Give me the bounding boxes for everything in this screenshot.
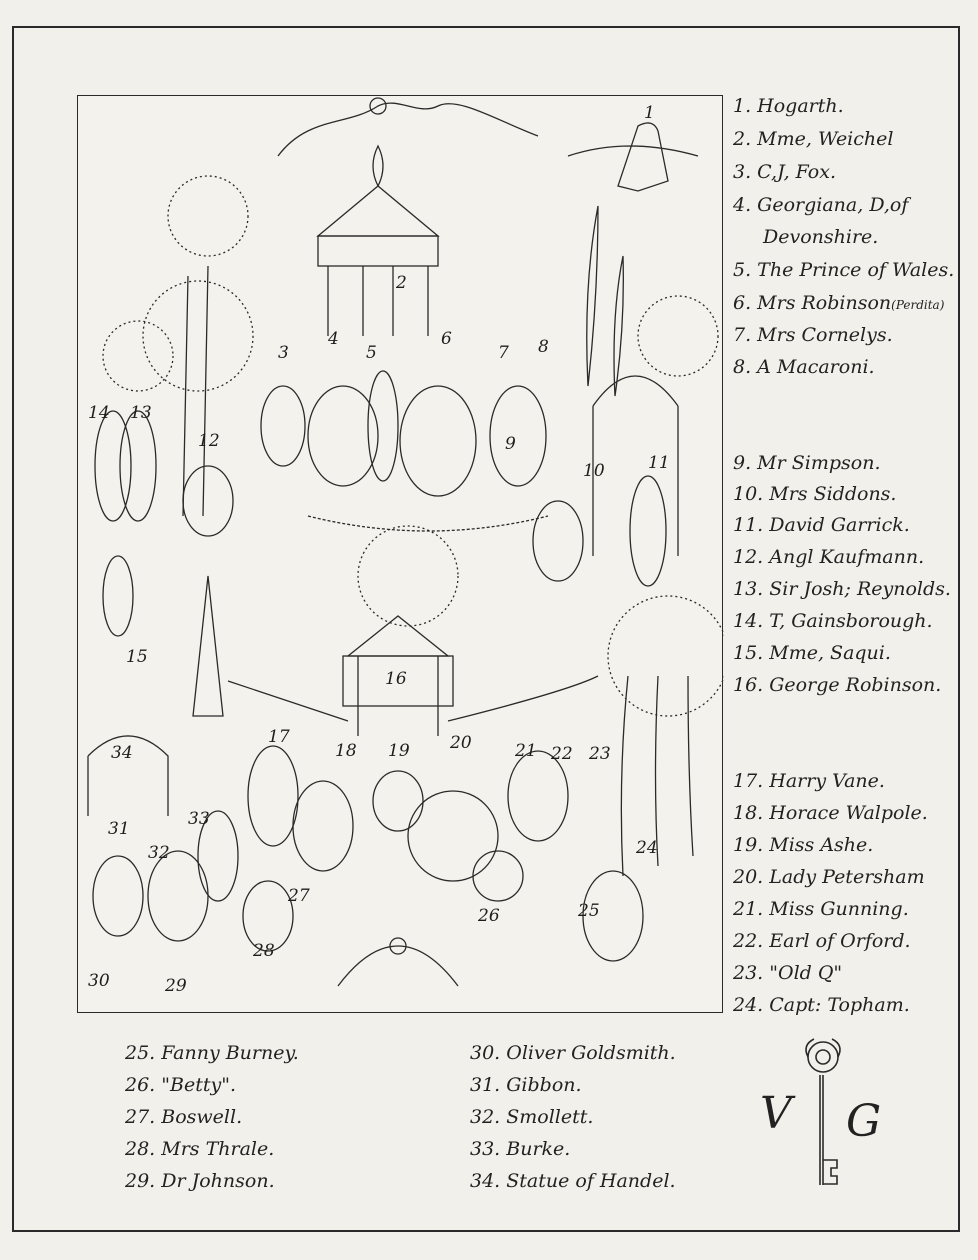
num-16: 16: [385, 669, 407, 689]
num-1: 1: [644, 103, 655, 123]
gothic-spire: [192, 575, 224, 717]
num-8: 8: [538, 337, 549, 357]
num-20: 20: [449, 733, 472, 753]
legend-entry: 21. Miss Gunning.: [733, 898, 909, 920]
legend-entry: 28. Mrs Thrale.: [125, 1138, 275, 1160]
legend-entry: 5. The Prince of Wales.: [733, 259, 955, 281]
legend-entry: 25. Fanny Burney.: [125, 1042, 299, 1064]
num-30: 30: [88, 971, 110, 991]
trees-right: [586, 205, 719, 397]
legend-entry: 10. Mrs Siddons.: [733, 483, 897, 505]
legend-entry: 12. Angl Kaufmann.: [733, 546, 925, 568]
legend-entry: 13. Sir Josh; Reynolds.: [733, 578, 951, 600]
legend-entry: 20. Lady Petersham: [733, 866, 925, 888]
num-15: 15: [126, 647, 148, 667]
num-22: 22: [550, 744, 573, 764]
pavilion: [316, 144, 440, 336]
legend-text: 6. Mrs Robinson: [733, 292, 892, 314]
bottom-scroll-ornament: [337, 945, 459, 987]
figures-upper: [94, 370, 667, 587]
legend-entry: 7. Mrs Cornelys.: [733, 324, 893, 346]
legend-entry: 11. David Garrick.: [733, 514, 910, 536]
legend-entry: 31. Gibbon.: [470, 1074, 582, 1096]
page-border: [12, 26, 960, 1232]
monogram-g: G: [846, 1096, 882, 1147]
legend-entry: Devonshire.: [763, 226, 879, 248]
legend-entry: 24. Capt: Topham.: [733, 994, 910, 1016]
num-27: 27: [287, 886, 310, 906]
num-3: 3: [278, 343, 289, 363]
legend-entry: 19. Miss Ashe.: [733, 834, 874, 856]
legend-entry: 22. Earl of Orford.: [733, 930, 911, 952]
num-17: 17: [268, 727, 290, 747]
legend-entry: 14. T, Gainsborough.: [733, 610, 933, 632]
num-19: 19: [388, 741, 410, 761]
legend-entry: 15. Mme, Saqui.: [733, 642, 891, 664]
legend-entry: 8. A Macaroni.: [733, 356, 875, 378]
willow-tree: [607, 595, 724, 877]
bottom-rose-ornament: [389, 937, 407, 955]
monogram-v: V: [760, 1088, 792, 1139]
num-5: 5: [366, 343, 377, 363]
legend-entry: 26. "Betty".: [125, 1074, 236, 1096]
trees-left: [102, 175, 254, 517]
top-scroll-ornament: [277, 102, 539, 157]
figure-number-labels: 1 2 3 4 5 6 7 8 9 10 11 12 13 14 15 16 1…: [88, 103, 670, 996]
num-33: 33: [188, 809, 210, 829]
legend-entry: 18. Horace Walpole.: [733, 802, 928, 824]
num-4: 4: [327, 329, 339, 349]
num-11: 11: [648, 453, 670, 473]
colonnade: [227, 675, 599, 722]
legend-entry: 30. Oliver Goldsmith.: [470, 1042, 676, 1064]
num-14: 14: [88, 403, 110, 423]
legend-entry: 34. Statue of Handel.: [470, 1170, 676, 1192]
garden-illustration: 1 2 3 4 5 6 7 8 9 10 11 12 13 14 15 16 1…: [77, 95, 724, 1013]
legend-entry: 16. George Robinson.: [733, 674, 942, 696]
legend-entry: 32. Smollett.: [470, 1106, 594, 1128]
rose-ornament: [369, 97, 387, 115]
legend-entry: 2. Mme, Weichel: [733, 128, 894, 150]
legend-entry: 9. Mr Simpson.: [733, 452, 881, 474]
num-21: 21: [514, 741, 537, 761]
legend-entry: 17. Harry Vane.: [733, 770, 885, 792]
num-10: 10: [583, 461, 605, 481]
legend-entry: 3. C,J, Fox.: [733, 161, 836, 183]
legend-entry: 1. Hogarth.: [733, 95, 844, 117]
legend-entry: 27. Boswell.: [125, 1106, 243, 1128]
num-28: 28: [252, 941, 275, 961]
num-23: 23: [588, 744, 611, 764]
num-7: 7: [498, 343, 509, 363]
flower-garland: [307, 515, 549, 532]
num-25: 25: [577, 901, 600, 921]
num-12: 12: [198, 431, 220, 451]
num-2: 2: [395, 273, 407, 293]
num-13: 13: [130, 403, 152, 423]
garden-gate: [592, 375, 679, 556]
legend-entry: 4. Georgiana, D,of: [733, 194, 909, 216]
num-6: 6: [441, 329, 452, 349]
legend-entry: 23. "Old Q": [733, 962, 843, 984]
legend-entry: 29. Dr Johnson.: [125, 1170, 275, 1192]
figures-lower: [92, 555, 644, 962]
num-24: 24: [635, 838, 658, 858]
num-18: 18: [335, 741, 357, 761]
illustration-svg: 1 2 3 4 5 6 7 8 9 10 11 12 13 14 15 16 1…: [87, 97, 724, 996]
num-29: 29: [164, 976, 187, 996]
legend-entry-robinson: 6. Mrs Robinson(Perdita): [733, 292, 944, 314]
handel-arch: [87, 735, 169, 816]
num-34: 34: [111, 743, 133, 763]
bandstand: [342, 525, 459, 736]
num-32: 32: [148, 843, 170, 863]
legend-note: (Perdita): [891, 298, 945, 312]
num-9: 9: [505, 434, 516, 454]
figure-hogarth: [567, 122, 699, 192]
key-icon: [805, 1038, 841, 1185]
num-31: 31: [108, 819, 130, 839]
num-26: 26: [477, 906, 500, 926]
legend-entry: 33. Burke.: [470, 1138, 571, 1160]
